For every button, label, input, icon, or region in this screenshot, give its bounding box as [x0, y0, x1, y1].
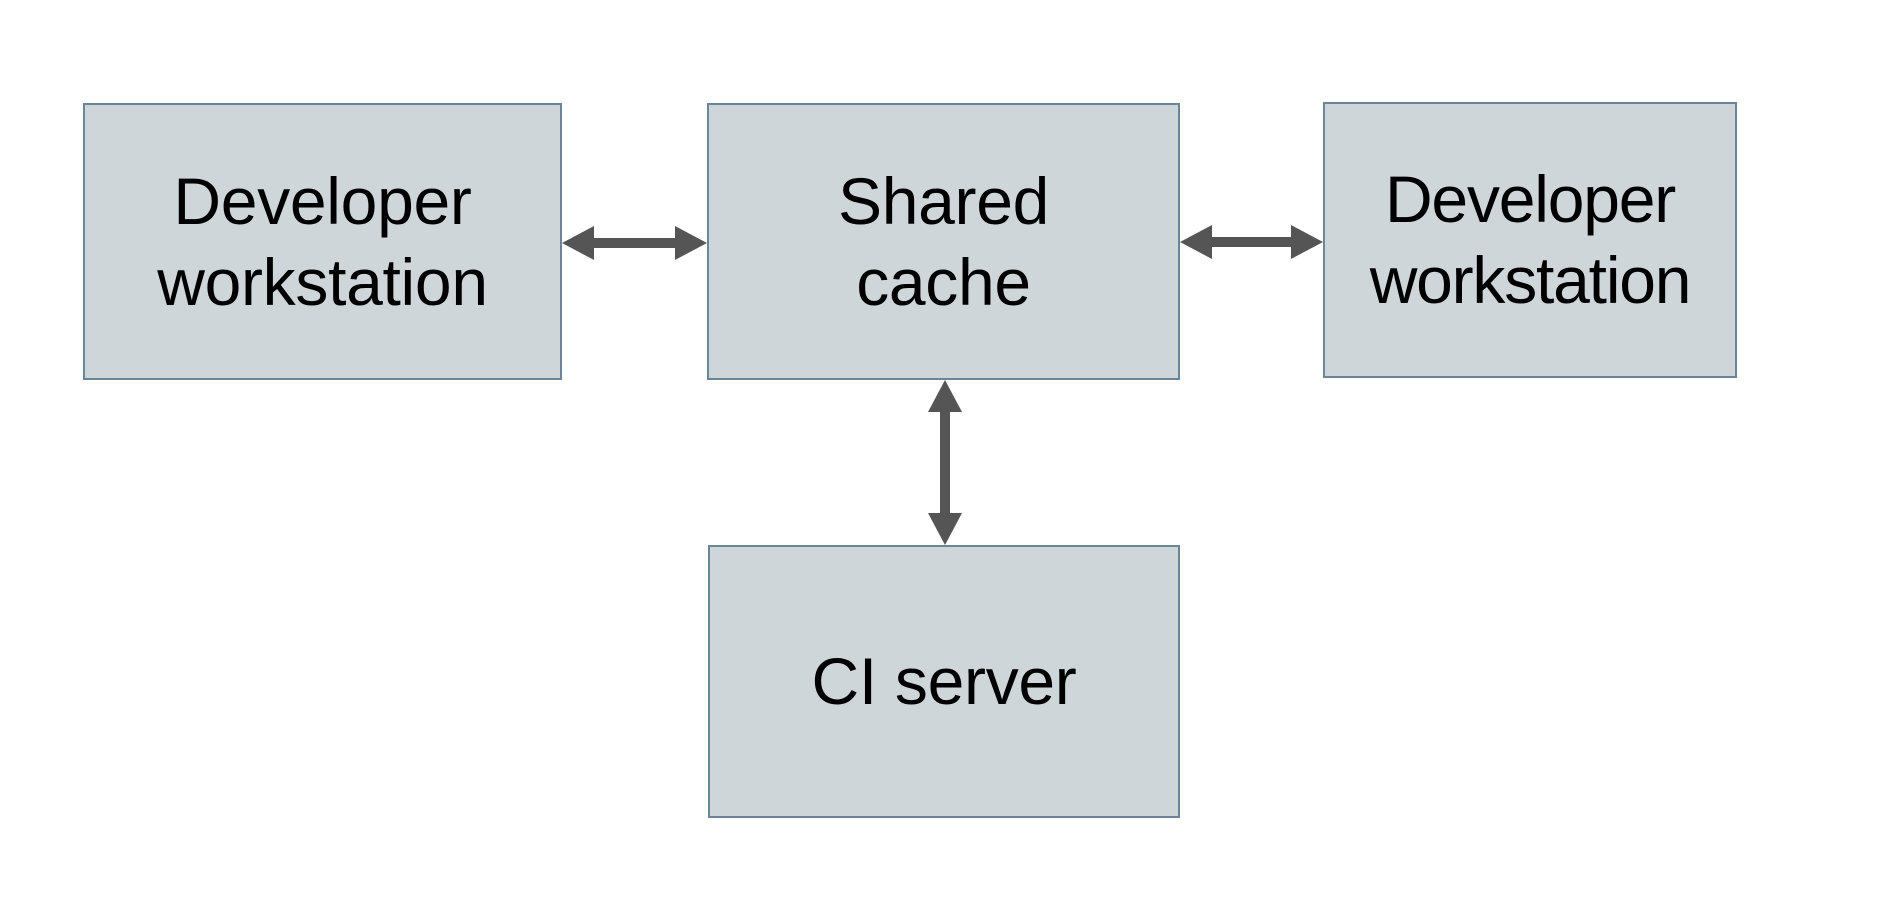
node-label: Developer workstation — [157, 163, 488, 319]
node-developer-workstation-left[interactable]: Developer workstation — [83, 103, 562, 380]
node-label: Shared cache — [837, 163, 1050, 319]
double-arrow-horizontal — [1180, 225, 1323, 259]
node-label: Developer workstation — [1369, 162, 1692, 317]
node-ci-server[interactable]: CI server — [708, 545, 1180, 818]
node-shared-cache[interactable]: Shared cache — [707, 103, 1180, 380]
double-arrow-vertical — [928, 380, 962, 545]
node-label: CI server — [811, 644, 1077, 719]
node-developer-workstation-right[interactable]: Developer workstation — [1323, 102, 1737, 378]
connector-shared-cache-to-ci-server — [928, 380, 962, 545]
connector-shared-cache-to-dev-right — [1180, 225, 1323, 259]
connector-dev-left-to-shared-cache — [562, 226, 707, 260]
double-arrow-horizontal — [562, 226, 707, 260]
